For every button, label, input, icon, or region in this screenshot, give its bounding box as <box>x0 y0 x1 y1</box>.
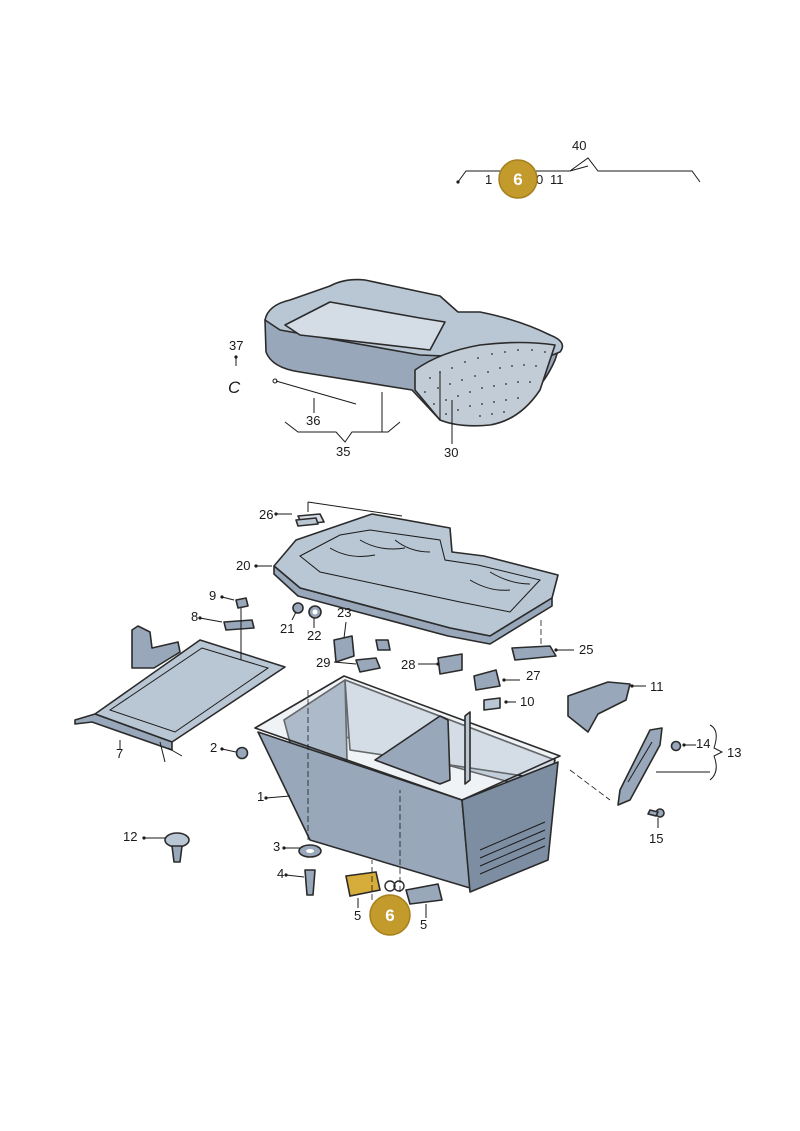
badge-circle-bottom[interactable] <box>369 894 411 936</box>
label-20: 20 <box>236 558 250 573</box>
badge-number-top[interactable]: 6 <box>513 170 522 189</box>
label-35: 35 <box>336 444 350 459</box>
tray-plate <box>74 625 286 763</box>
label-5-left: 5 <box>354 908 361 923</box>
label-9: 9 <box>209 588 216 603</box>
seat-frame <box>273 513 559 645</box>
label-14: 14 <box>696 736 710 751</box>
seat-cushion <box>264 278 564 427</box>
label-10: 10 <box>520 694 534 709</box>
label-30: 30 <box>444 445 458 460</box>
label-28: 28 <box>401 657 415 672</box>
label-12: 12 <box>123 829 137 844</box>
label-5-right: 5 <box>420 917 427 932</box>
badge-number-bottom[interactable]: 6 <box>385 906 394 925</box>
label-1-top: 1 <box>485 172 492 187</box>
cushion-callouts: 37 C 36 35 30 <box>228 338 458 460</box>
label-36: 36 <box>306 413 320 428</box>
label-40: 40 <box>572 138 586 153</box>
label-c: C <box>228 378 241 397</box>
label-11: 11 <box>650 679 664 694</box>
label-15: 15 <box>649 831 663 846</box>
label-1: 1 <box>257 789 264 804</box>
label-37: 37 <box>229 338 243 353</box>
small-parts <box>164 517 682 905</box>
label-25: 25 <box>579 642 593 657</box>
label-13: 13 <box>727 745 741 760</box>
storage-box <box>254 675 561 893</box>
badge-circle-top[interactable] <box>498 159 538 199</box>
label-21: 21 <box>280 621 294 636</box>
label-22: 22 <box>307 628 321 643</box>
label-2: 2 <box>210 740 217 755</box>
label-27: 27 <box>526 668 540 683</box>
label-3: 3 <box>273 839 280 854</box>
label-26: 26 <box>259 507 273 522</box>
label-4: 4 <box>277 866 284 881</box>
label-23: 23 <box>337 605 351 620</box>
label-29: 29 <box>316 655 330 670</box>
side-cover <box>617 727 663 806</box>
lower-callouts: 26 20 9 8 21 22 23 25 29 28 27 10 11 7 2 <box>116 501 741 936</box>
label-0-top: 0 <box>536 172 543 187</box>
label-8: 8 <box>191 609 198 624</box>
label-7: 7 <box>116 746 123 761</box>
reference-line-group: 40 1 0 11 6 <box>456 138 701 199</box>
label-11-top: 11 <box>550 172 564 187</box>
